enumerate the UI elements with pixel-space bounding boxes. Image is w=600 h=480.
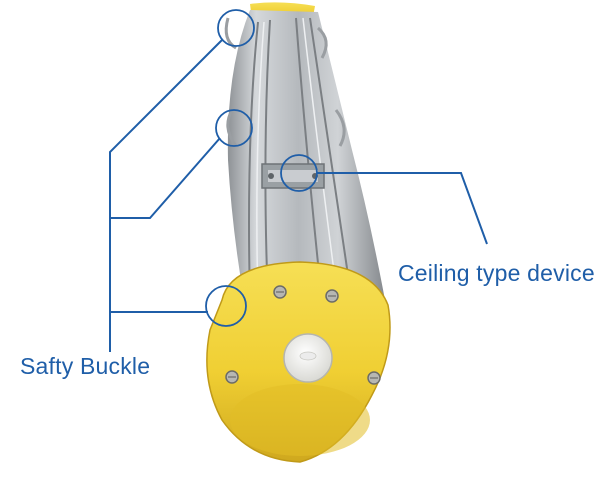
screw-icon-bottom-left: [225, 370, 239, 384]
annotation-lines: [109, 39, 488, 352]
ceiling-type-device-label: Ceiling type device: [398, 260, 595, 286]
annotation-circles: [205, 9, 318, 327]
round-plug-icon: [283, 333, 333, 383]
screw-icon-top-right: [325, 289, 339, 303]
safty-buckle-label: Safty Buckle: [20, 353, 151, 379]
screw-icon-bottom-right: [367, 371, 381, 385]
screw-icon-top-left: [273, 285, 287, 299]
buckle-icon-2: [226, 109, 238, 147]
ceiling-bracket: [261, 163, 325, 189]
